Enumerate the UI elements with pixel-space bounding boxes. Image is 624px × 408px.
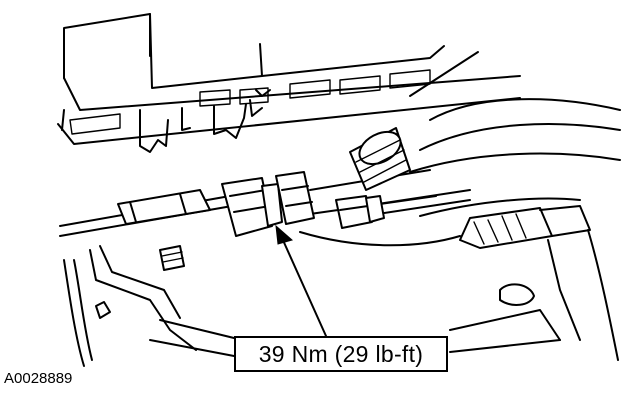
right-hose	[409, 98, 621, 361]
upper-fitting	[349, 127, 411, 191]
torque-label: 39 Nm (29 lb-ft)	[258, 340, 424, 367]
bracket-left	[117, 189, 211, 271]
callout-arrow	[275, 224, 327, 337]
nut-assembly	[221, 171, 385, 237]
leader-line-upper	[409, 51, 479, 97]
upper-panel	[57, 13, 521, 153]
figure-id: A0028889	[4, 370, 73, 387]
torque-callout: 39 Nm (29 lb-ft)	[234, 336, 448, 372]
lower-frame	[63, 231, 561, 367]
